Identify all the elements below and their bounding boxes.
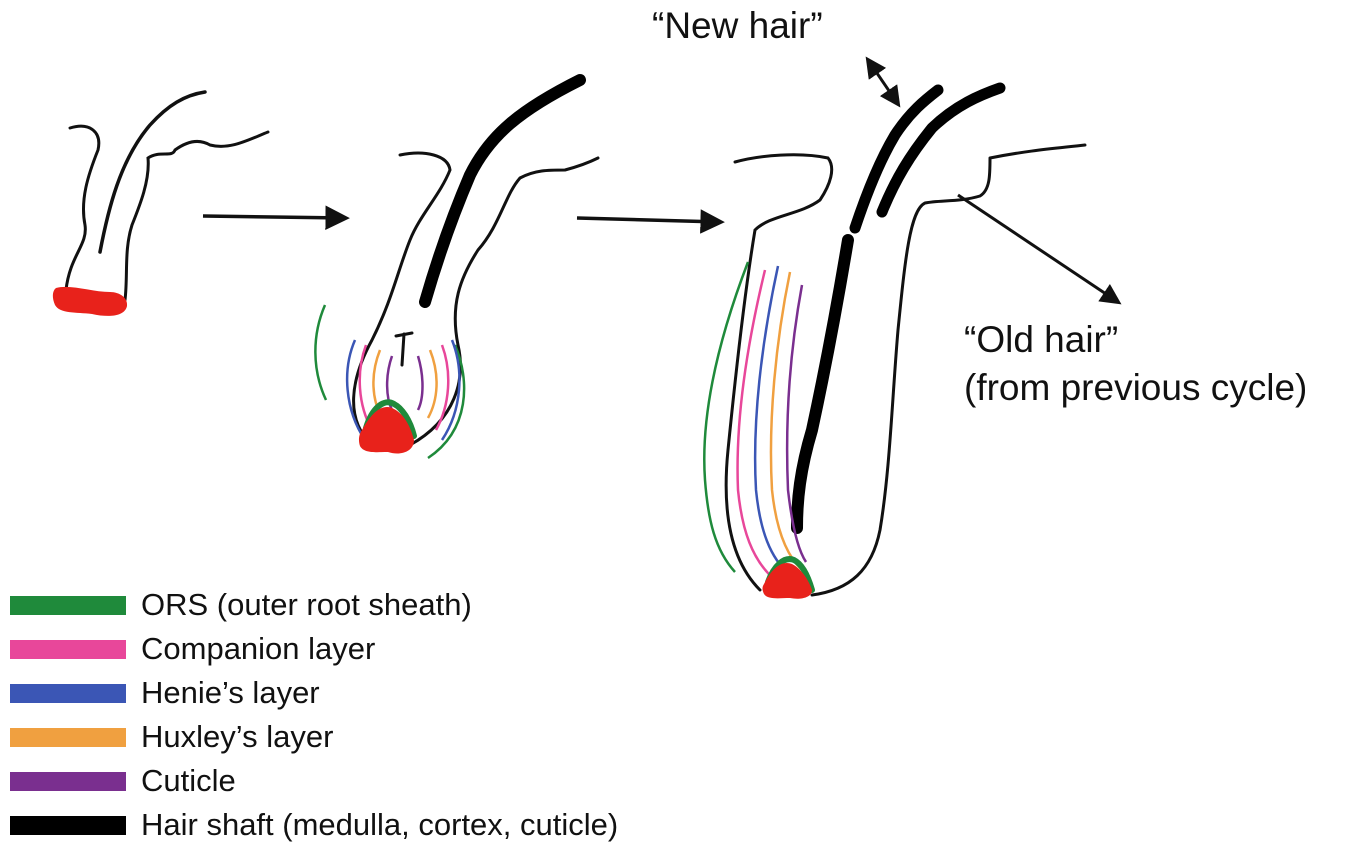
legend-item-cuticle: Cuticle <box>10 759 710 803</box>
legend-label-companion-layer: Companion layer <box>141 629 375 669</box>
follicle-stage-1 <box>53 92 268 316</box>
follicle-2-purple-right <box>418 356 423 410</box>
follicle-3-new-hair-shaft <box>855 90 938 228</box>
legend-swatch-companion-layer <box>10 640 126 659</box>
old-hair-note-label: (from previous cycle) <box>964 366 1307 410</box>
legend-item-henles-layer: Henie’s layer <box>10 671 710 715</box>
follicle-1-outline <box>66 126 268 300</box>
right-arrow-icon <box>577 218 720 222</box>
legend-swatch-hair-shaft <box>10 816 126 835</box>
legend-label-huxleys-layer: Huxley’s layer <box>141 717 333 757</box>
legend-swatch-cuticle <box>10 772 126 791</box>
follicle-2-orange-right <box>428 350 437 418</box>
right-arrow-icon <box>203 216 345 218</box>
legend-label-ors: ORS (outer root sheath) <box>141 585 472 625</box>
follicle-1-shaft <box>100 92 205 252</box>
new-hair-label: “New hair” <box>652 4 823 48</box>
follicle-2-ors-outer <box>315 305 326 400</box>
legend-item-ors: ORS (outer root sheath) <box>10 583 710 627</box>
legend-swatch-huxleys-layer <box>10 728 126 747</box>
dermal-papilla-1 <box>53 287 127 316</box>
legend-item-hair-shaft: Hair shaft (medulla, cortex, cuticle) <box>10 803 710 846</box>
legend-label-henles-layer: Henie’s layer <box>141 673 320 713</box>
legend-item-companion-layer: Companion layer <box>10 627 710 671</box>
legend: ORS (outer root sheath) Companion layer … <box>10 583 710 846</box>
follicle-2-shaft <box>425 80 580 302</box>
legend-swatch-henles-layer <box>10 684 126 703</box>
follicle-2-inner-cone <box>396 333 412 365</box>
follicle-3-lower-shaft <box>797 240 848 528</box>
follicle-3-ors-outer <box>704 262 748 572</box>
legend-label-cuticle: Cuticle <box>141 761 236 801</box>
legend-item-huxleys-layer: Huxley’s layer <box>10 715 710 759</box>
follicle-stage-2 <box>315 80 598 458</box>
follicle-2-pink-right <box>436 345 448 430</box>
old-hair-label: “Old hair” <box>964 318 1118 362</box>
old-hair-pointer-arrow <box>958 195 1118 302</box>
double-headed-arrow-icon <box>868 60 898 104</box>
legend-swatch-ors <box>10 596 126 615</box>
legend-label-hair-shaft: Hair shaft (medulla, cortex, cuticle) <box>141 805 618 845</box>
